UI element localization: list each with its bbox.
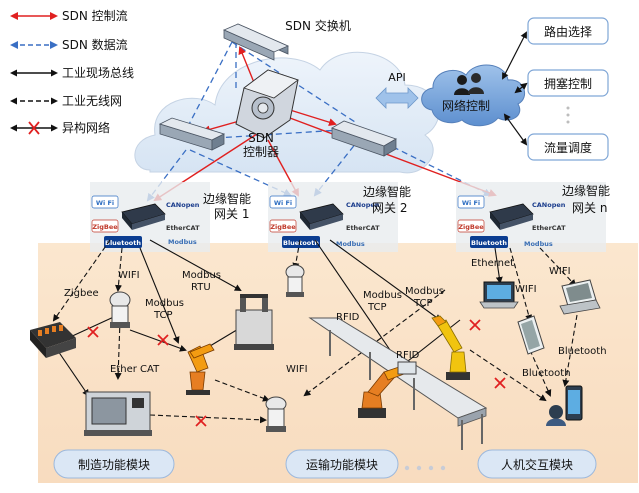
sdn-switch-label: SDN 交换机 <box>285 18 351 33</box>
wifi-badge: Wi Fi <box>96 199 114 207</box>
cross-icon <box>28 121 40 135</box>
legend-sdn-data: SDN 数据流 <box>62 37 128 52</box>
module-transport-label: 运输功能模块 <box>306 457 378 472</box>
label-modbus-tcp-c2: TCP <box>413 298 433 309</box>
label-modbus-tcp-a1: Modbus <box>145 298 184 309</box>
label-wifi-a: WIFI <box>118 270 140 281</box>
laptop-icon <box>559 279 601 315</box>
gateway-n: Wi Fi ZigBee Bluetooth CANopen EtherCAT … <box>456 182 606 252</box>
canopen-badge: CANopen <box>532 201 566 209</box>
device-links <box>52 239 578 424</box>
legend-heterogeneous: 异构网络 <box>62 120 110 135</box>
label-zigbee: Zigbee <box>64 288 99 299</box>
bluetooth-badge: Bluetooth <box>471 239 507 247</box>
gateway-1-line2: 网关 1 <box>214 207 249 221</box>
label-modbus-tcp-b2: TCP <box>367 302 387 313</box>
sdn-controller-label-1: SDN <box>248 131 274 145</box>
congestion-box <box>527 69 609 97</box>
label-modbus-tcp-a2: TCP <box>153 310 173 321</box>
label-modbus-tcp-b1: Modbus <box>363 290 402 301</box>
robotic-arm-icon <box>186 343 215 395</box>
modbus-badge: Modbus <box>524 240 553 248</box>
api-label: API <box>388 71 405 84</box>
legend-sdn-control: SDN 控制流 <box>62 9 128 23</box>
mobile-robot-icon <box>265 396 287 432</box>
legend-fieldbus: 工业现场总线 <box>62 66 134 80</box>
rfid-reader-icon <box>397 361 417 375</box>
sdn-switch-left <box>158 117 226 151</box>
mobile-robot-icon <box>285 264 305 297</box>
label-rfid-b: RFID <box>396 350 420 361</box>
modbus-badge: Modbus <box>168 238 197 246</box>
label-ethernet: Ethernet <box>471 258 514 269</box>
zigbee-badge: ZigBee <box>458 223 484 231</box>
label-modbus-rtu-1: Modbus <box>182 270 221 281</box>
gateway-2-line1: 边缘智能 <box>363 184 411 199</box>
ethercat-badge: EtherCAT <box>346 224 380 232</box>
gateway-2: Wi Fi ZigBee Bluetooth CANopen EtherCAT … <box>268 182 398 252</box>
zigbee-badge: ZigBee <box>270 223 296 231</box>
label-wifi-b: WIFI <box>286 364 308 375</box>
routing-label: 路由选择 <box>544 24 592 39</box>
sdn-controller <box>235 69 299 139</box>
link-labels: Zigbee WIFI Modbus RTU Modbus TCP Ether … <box>64 258 607 379</box>
label-rfid-a: RFID <box>336 312 360 323</box>
module-manufacturing <box>53 449 175 479</box>
tablet-icon <box>517 315 545 355</box>
legend: SDN 控制流 SDN 数据流 工业现场总线 工业无线网 异构网络 <box>10 9 134 135</box>
traffic-box <box>527 133 609 161</box>
bluetooth-badge: Bluetooth <box>283 239 319 247</box>
wifi-badge: Wi Fi <box>274 199 292 207</box>
module-manufacturing-label: 制造功能模块 <box>78 458 150 472</box>
ethercat-badge: EtherCAT <box>532 224 566 232</box>
canopen-badge: CANopen <box>346 201 380 209</box>
module-hci <box>477 449 597 479</box>
ethercat-badge: EtherCAT <box>166 224 200 232</box>
users-icon <box>454 73 484 95</box>
api-arrow <box>375 87 419 109</box>
operator-phone-icon <box>546 385 583 426</box>
gateway-1-line1: 边缘智能 <box>203 191 251 206</box>
routing-box <box>527 17 609 45</box>
module-transport <box>285 449 399 479</box>
sdn-switch-top <box>222 23 290 61</box>
bluetooth-badge: Bluetooth <box>105 239 141 247</box>
gateway-2-line2: 网关 2 <box>372 201 407 215</box>
sdn-switch-right <box>331 120 397 157</box>
label-ethercat: Ether CAT <box>110 364 160 375</box>
congestion-label: 拥塞控制 <box>544 76 592 91</box>
mobile-robot-icon <box>109 291 131 328</box>
factory-floor <box>38 243 638 483</box>
label-modbus-tcp-c1: Modbus <box>405 286 444 297</box>
canopen-badge: CANopen <box>166 201 200 209</box>
zigbee-badge: ZigBee <box>92 223 118 231</box>
label-bluetooth-a: Bluetooth <box>558 346 607 357</box>
ellipsis-dots <box>404 465 446 471</box>
heterogeneous-cross-icons <box>87 319 506 427</box>
module-labels: 制造功能模块 运输功能模块 人机交互模块 <box>53 449 597 479</box>
gateway-1: Wi Fi ZigBee Bluetooth CANopen EtherCAT … <box>90 182 210 252</box>
gateway-n-line2: 网关 n <box>572 201 607 215</box>
label-modbus-rtu-2: RTU <box>191 282 211 293</box>
io-module-icon <box>30 322 76 358</box>
wifi-badge: Wi Fi <box>462 199 480 207</box>
gateway-n-line1: 边缘智能 <box>562 183 610 198</box>
laptop-icon <box>479 281 519 309</box>
label-wifi-d: WIFI <box>549 266 571 277</box>
cnc-machine-icon <box>84 391 152 436</box>
control-function-boxes: 路由选择 拥塞控制 流量调度 <box>502 17 609 161</box>
cmm-machine-icon <box>234 294 274 350</box>
traffic-label: 流量调度 <box>544 140 592 155</box>
module-hci-label: 人机交互模块 <box>501 457 573 472</box>
label-wifi-c: WIFI <box>515 284 537 295</box>
network-control-label: 网络控制 <box>442 98 490 113</box>
legend-wireless: 工业无线网 <box>62 94 122 108</box>
industrial-robot-icon <box>431 315 470 380</box>
modbus-badge: Modbus <box>336 240 365 248</box>
label-bluetooth-b: Bluetooth <box>522 368 571 379</box>
sdn-controller-label-2: 控制器 <box>243 145 279 159</box>
device-icons <box>30 264 601 450</box>
